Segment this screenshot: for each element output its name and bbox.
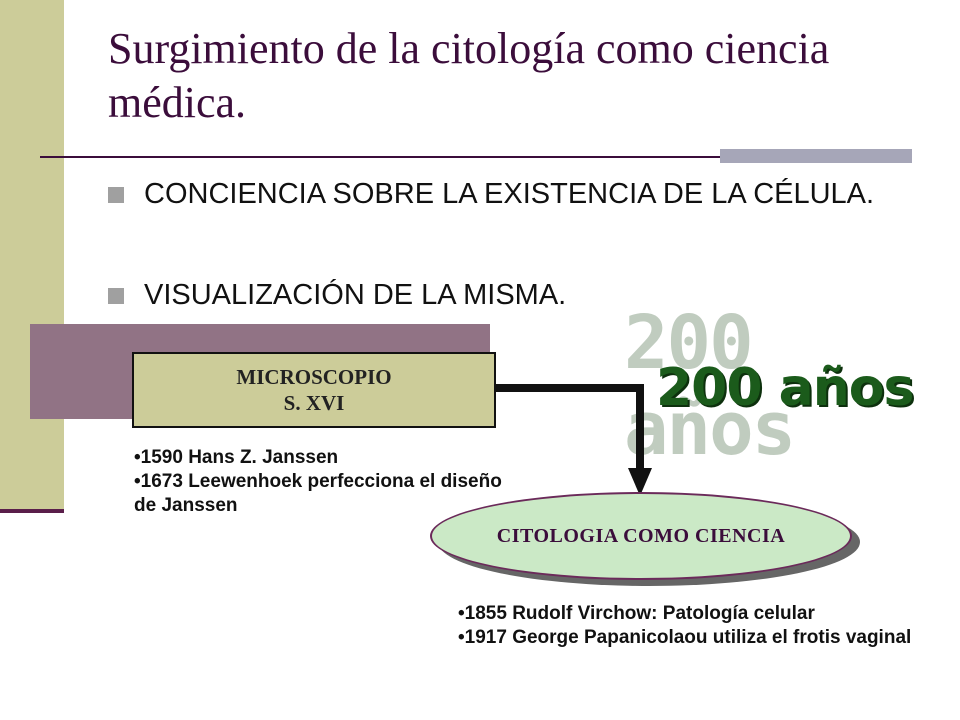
note-item: •1590 Hans Z. Janssen	[134, 447, 339, 468]
slide-title: Surgimiento de la citología como ciencia…	[108, 24, 830, 127]
note-item: •1917 George Papanicolaou utiliza el fro…	[458, 627, 912, 648]
title-divider-accent	[720, 149, 912, 163]
citology-label: CITOLOGIA COMO CIENCIA	[496, 524, 786, 547]
bullet-item: CONCIENCIA SOBRE LA EXISTENCIA DE LA CÉL…	[144, 178, 875, 210]
microscope-box: MICROSCOPIO S. XVI	[132, 352, 496, 428]
years-label: 200 años	[656, 358, 914, 418]
title-divider	[40, 156, 912, 158]
connector-arrow-icon	[494, 384, 652, 496]
note-item: •1855 Rudolf Virchow: Patología celular	[458, 603, 815, 624]
bullet-square-icon	[108, 187, 124, 203]
bullet-square-icon	[108, 288, 124, 304]
microscope-century: S. XVI	[283, 391, 345, 415]
years-label-shadow: 200 años	[624, 300, 796, 472]
note-item: •1673 Leewenhoek perfecciona el diseño d…	[134, 471, 502, 516]
microscope-notes: •1590 Hans Z. Janssen •1673 Leewenhoek p…	[134, 446, 514, 518]
left-decor-band	[0, 0, 64, 512]
citology-ellipse: CITOLOGIA COMO CIENCIA	[430, 492, 852, 580]
left-decor-line	[0, 509, 64, 513]
citology-notes: •1855 Rudolf Virchow: Patología celular …	[458, 602, 928, 650]
microscope-label: MICROSCOPIO	[236, 365, 392, 389]
bullet-item: VISUALIZACIÓN DE LA MISMA.	[144, 279, 567, 311]
